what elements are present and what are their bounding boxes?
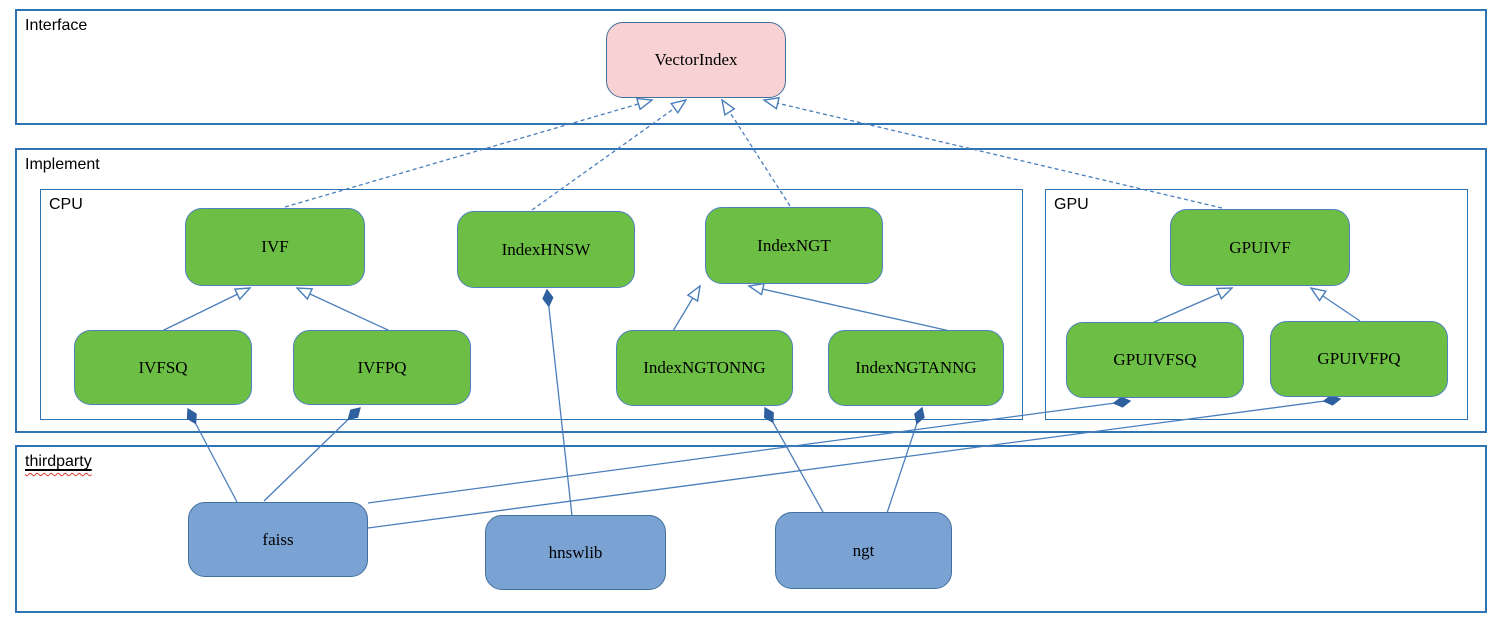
node-indexngtanng[interactable]: IndexNGTANNG (828, 330, 1004, 406)
node-indexhnsw-label: IndexHNSW (501, 239, 591, 259)
section-gpu-label: GPU (1054, 196, 1089, 213)
node-indexngtonng[interactable]: IndexNGTONNG (616, 330, 793, 406)
node-vectorindex[interactable]: VectorIndex (606, 22, 786, 98)
node-vectorindex-label: VectorIndex (654, 50, 738, 69)
node-hnswlib[interactable]: hnswlib (485, 515, 666, 590)
node-gpuivfsq-label: GPUIVFSQ (1113, 350, 1197, 369)
node-ngt[interactable]: ngt (775, 512, 952, 589)
node-ivfsq-label: IVFSQ (138, 357, 188, 377)
node-gpuivfpq-label: GPUIVFPQ (1317, 349, 1401, 368)
node-ivfpq-label: IVFPQ (357, 357, 407, 377)
section-implement-label: Implement (25, 156, 100, 173)
node-indexhnsw[interactable]: IndexHNSW (457, 211, 635, 288)
node-gpuivfpq[interactable]: GPUIVFPQ (1270, 321, 1448, 397)
node-indexngtonng-label: IndexNGTONNG (643, 358, 766, 377)
node-ngt-label: ngt (852, 540, 875, 560)
node-faiss-label: faiss (262, 529, 294, 549)
node-ivfsq[interactable]: IVFSQ (74, 330, 252, 405)
node-ivf-label: IVF (261, 237, 289, 256)
node-indexngt[interactable]: IndexNGT (705, 207, 883, 284)
node-ivfpq[interactable]: IVFPQ (293, 330, 471, 405)
node-gpuivf-label: GPUIVF (1229, 237, 1291, 257)
node-indexngtanng-label: IndexNGTANNG (855, 358, 977, 377)
section-cpu-label: CPU (49, 196, 83, 213)
node-hnswlib-label: hnswlib (548, 542, 603, 562)
node-gpuivf[interactable]: GPUIVF (1170, 209, 1350, 286)
node-ivf[interactable]: IVF (185, 208, 365, 286)
section-thirdparty-label: thirdparty (25, 453, 92, 471)
node-indexngt-label: IndexNGT (757, 235, 831, 255)
node-faiss[interactable]: faiss (188, 502, 368, 577)
section-interface-label: Interface (25, 17, 88, 34)
node-gpuivfsq[interactable]: GPUIVFSQ (1066, 322, 1244, 398)
spellcheck-squiggle: thirdparty (25, 453, 92, 470)
